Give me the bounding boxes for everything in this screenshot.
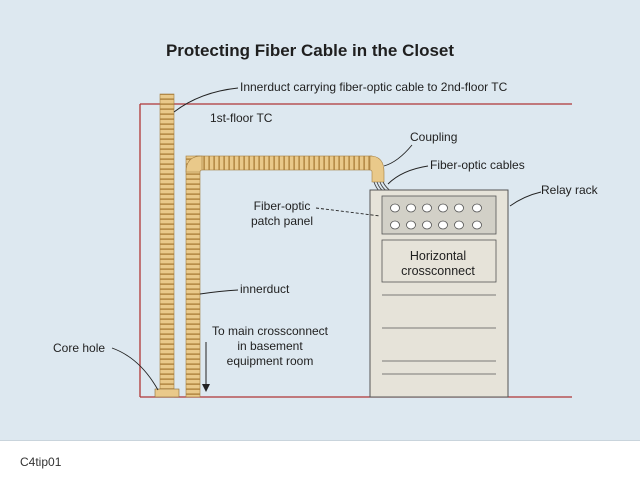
horizontal-crossconnect-panel [381, 239, 497, 283]
label-horizontal-2: crossconnect [401, 264, 475, 278]
leader-lines [111, 87, 542, 391]
label-main-crossconnect-2: in basement [237, 339, 303, 353]
innerduct-vertical [185, 155, 201, 398]
coupling [369, 155, 385, 183]
label-relay-rack: Relay rack [541, 183, 599, 197]
label-horizontal-1: Horizontal [410, 249, 466, 263]
innerduct-horizontal [195, 155, 373, 171]
innerduct-bend [185, 155, 203, 173]
label-first-floor-tc: 1st-floor TC [210, 111, 273, 125]
core-hole [154, 388, 180, 398]
label-innerduct: innerduct [240, 282, 290, 296]
fiber-closet-diagram: Protecting Fiber Cable in the Closet [53, 41, 599, 398]
main-crossconnect-arrow [202, 342, 210, 392]
label-coupling: Coupling [410, 130, 457, 144]
figure-caption: C4tip01 [20, 455, 62, 469]
innerduct-riser [159, 93, 175, 398]
label-fiber-optic-cables: Fiber-optic cables [430, 158, 525, 172]
label-core-hole: Core hole [53, 341, 105, 355]
caption-bar: C4tip01 [0, 440, 640, 487]
rack-dividers [382, 294, 496, 375]
diagram-canvas: Protecting Fiber Cable in the Closet [0, 0, 640, 440]
patch-panel-ports [390, 203, 482, 230]
label-patch-panel-2: patch panel [251, 214, 313, 228]
label-main-crossconnect-1: To main crossconnect [212, 324, 329, 338]
label-innerduct-2nd-floor: Innerduct carrying fiber-optic cable to … [240, 80, 508, 94]
label-patch-panel-1: Fiber-optic [254, 199, 311, 213]
label-main-crossconnect-3: equipment room [227, 354, 314, 368]
diagram-title: Protecting Fiber Cable in the Closet [166, 41, 454, 60]
